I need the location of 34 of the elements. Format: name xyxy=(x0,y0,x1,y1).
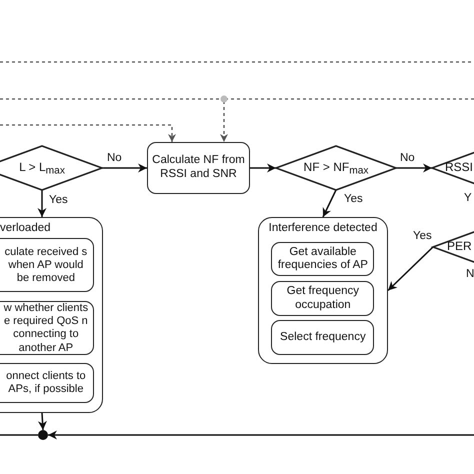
edge-label: Yes xyxy=(343,193,364,205)
condition-text: PER xyxy=(447,239,472,253)
condition-text: L > L$_{max}$ xyxy=(19,160,65,174)
arrow xyxy=(387,246,434,292)
junction-dot xyxy=(38,430,48,440)
branch-label: Y xyxy=(463,192,473,204)
process-box: Get available frequencies of AP xyxy=(271,242,374,276)
branch-label: N xyxy=(465,268,474,280)
group-heading: verloaded xyxy=(0,222,51,234)
dashed-arrow xyxy=(0,124,176,142)
edge-label: Yes xyxy=(48,194,69,206)
process-box: Select frequency xyxy=(271,320,374,356)
group-heading: Interference detected xyxy=(268,222,378,234)
process-box: culate received s when AP would be removed xyxy=(0,238,94,292)
arrow xyxy=(38,190,46,217)
edge-label: No xyxy=(106,152,123,164)
process-box: Calculate NF from RSSI and SNR xyxy=(147,142,250,194)
group-box xyxy=(0,217,103,413)
arrow xyxy=(48,430,474,440)
condition-text: NF > NF$_{max}$ xyxy=(304,160,368,174)
arrow xyxy=(250,164,276,172)
arrow xyxy=(102,164,147,172)
arrow xyxy=(396,164,432,172)
connector-line xyxy=(0,434,38,436)
process-box: onnect clients to APs, if possible xyxy=(0,363,94,404)
edge-label: No xyxy=(399,152,416,164)
group-box xyxy=(258,217,388,364)
process-box: w whether clients e required QoS n connecting to another AP xyxy=(0,301,94,356)
dashed-arrow xyxy=(220,98,474,142)
arrow xyxy=(38,412,47,430)
process-box: Get frequency occupation xyxy=(271,281,374,316)
edge-label: Yes xyxy=(412,230,433,242)
condition-text: RSSI xyxy=(445,160,474,174)
arrow xyxy=(322,190,337,218)
